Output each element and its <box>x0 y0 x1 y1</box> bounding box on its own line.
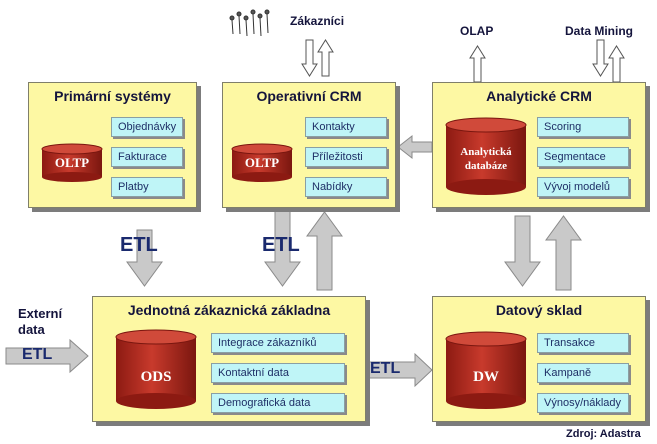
arrow-zakladna-to-sklad <box>367 352 433 388</box>
arrow-customers-up <box>317 39 334 77</box>
box-title-primarni: Primární systémy <box>54 88 171 104</box>
item-vyvoj-modelu: Vývoj modelů <box>537 177 629 197</box>
label-zakaznici: Zákazníci <box>290 14 345 28</box>
label-etl-external: ETL <box>22 346 53 363</box>
label-etl-zakladna-sklad: ETL <box>370 360 401 377</box>
arrow-zakladna-up <box>306 211 343 291</box>
item-kontakty: Kontakty <box>305 117 387 137</box>
arrow-primarni-etl-down <box>126 229 163 287</box>
item-platby: Platby <box>111 177 183 197</box>
label-zdroj: Zdroj: Adastra <box>566 428 641 440</box>
arrow-sklad-up <box>545 215 582 291</box>
item-kontaktni-data: Kontaktní data <box>211 363 345 383</box>
box-title-zakladna: Jednotná zákaznická základna <box>127 302 331 318</box>
item-objednavky: Objednávky <box>111 117 183 137</box>
label-olap: OLAP <box>460 24 494 38</box>
arrow-datamining-up <box>608 45 625 83</box>
label-externi-data-line1: Externí <box>18 306 63 321</box>
box-primarni-systemy: Primární systémy OLTP Objednávky Faktura… <box>28 82 197 208</box>
db-label-sklad: DW <box>473 369 499 385</box>
oltp-database-icon <box>41 143 103 182</box>
db-label-primarni: OLTP <box>54 155 90 170</box>
arrow-external-etl <box>5 338 89 374</box>
item-fakturace: Fakturace <box>111 147 183 167</box>
item-nabidky: Nabídky <box>305 177 387 197</box>
arrow-customers-down <box>301 39 318 77</box>
item-transakce: Transakce <box>537 333 629 353</box>
oltp-database-icon <box>231 143 293 182</box>
arrow-datamining-down <box>592 39 609 77</box>
ods-database-icon <box>115 329 197 409</box>
box-analyticke-crm: Analytické CRM Analytická databáze Scori… <box>432 82 646 208</box>
arrow-analyticke-to-operativni <box>397 134 433 160</box>
box-title-sklad: Datový sklad <box>495 302 583 318</box>
item-prilezitosti: Příležitosti <box>305 147 387 167</box>
label-externi-data-line2: data <box>18 322 45 337</box>
box-jednotna-zakaznicka-zakladna: Jednotná zákaznická základna ODS Integra… <box>92 296 366 422</box>
customers-people-icon <box>229 9 270 37</box>
item-integrace-zakazniku: Integrace zákazníků <box>211 333 345 353</box>
analytics-database-icon <box>445 117 527 195</box>
label-etl-primarni: ETL <box>120 234 158 256</box>
item-demograficka-data: Demografická data <box>211 393 345 413</box>
arrow-olap-up <box>469 45 486 83</box>
box-operativni-crm: Operativní CRM OLTP Kontakty Příležitost… <box>222 82 396 208</box>
box-datovy-sklad: Datový sklad DW Transakce Kampaně Výnosy… <box>432 296 646 422</box>
item-segmentace: Segmentace <box>537 147 629 167</box>
db-label-zakladna: ODS <box>140 369 172 385</box>
arrow-operativni-etl-down <box>264 209 301 287</box>
label-etl-operativni: ETL <box>262 234 300 256</box>
box-title-operativni: Operativní CRM <box>256 88 362 104</box>
dw-database-icon <box>445 331 527 409</box>
box-title-analyticke: Analytické CRM <box>486 88 592 104</box>
item-vynosy-naklady: Výnosy/náklady <box>537 393 629 413</box>
item-kampane: Kampaně <box>537 363 629 383</box>
db-label-analyticke: Analytická databáze <box>460 146 512 172</box>
arrow-analyticke-down <box>504 215 541 287</box>
db-label-operativni: OLTP <box>244 155 280 170</box>
item-scoring: Scoring <box>537 117 629 137</box>
label-data-mining: Data Mining <box>565 24 633 38</box>
